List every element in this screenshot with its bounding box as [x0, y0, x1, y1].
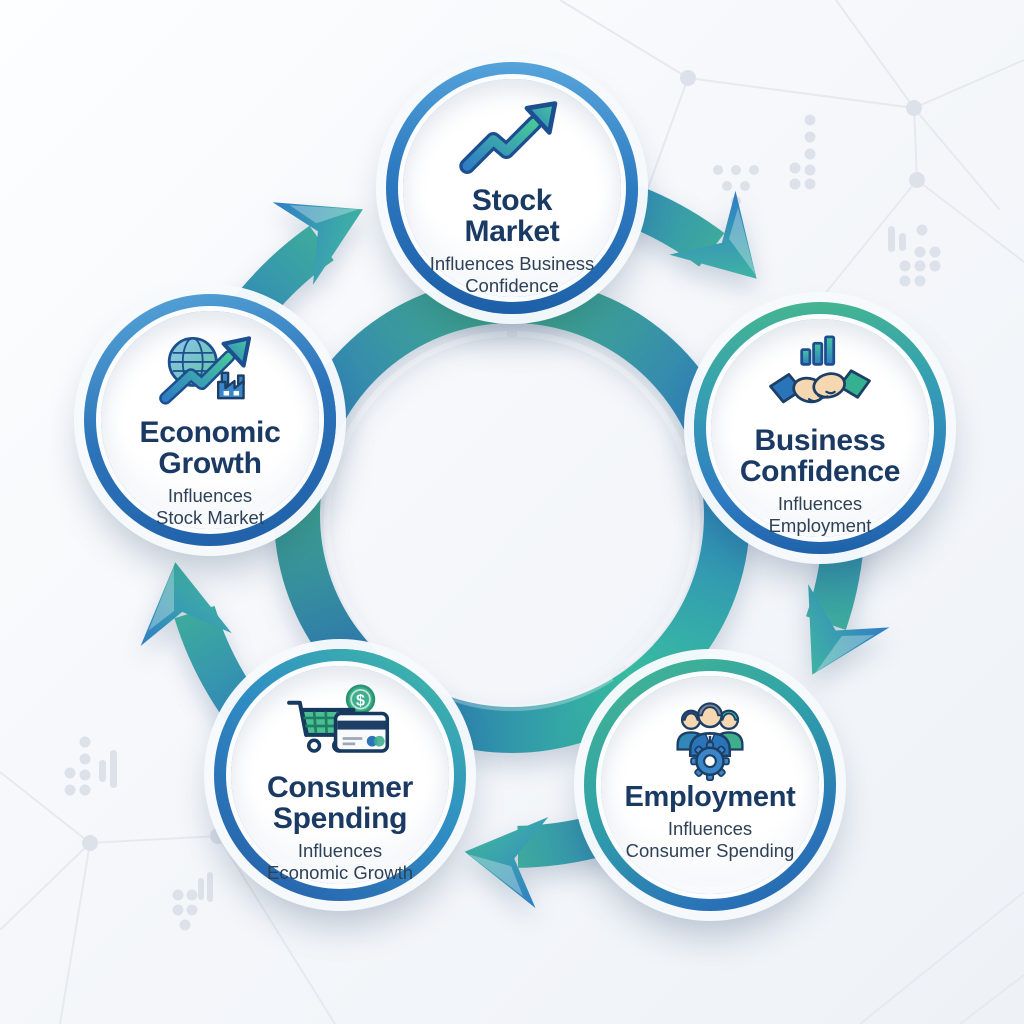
arrowhead-business-to-employment — [808, 584, 890, 675]
node-subtitle: Influences Economic Growth — [267, 840, 413, 883]
arrowhead-stock-to-business — [669, 190, 757, 279]
node-consumer-spending: $ Consumer Spending Influences E — [214, 649, 466, 901]
node-title: Economic Growth — [139, 416, 281, 481]
node-stock-market-card: Stock Market Influences Business Confide… — [403, 79, 621, 297]
workers-gear-icon — [656, 692, 764, 781]
node-consumer-spending-card: $ Consumer Spending Influences E — [231, 666, 449, 884]
node-subtitle: Influences Employment — [768, 493, 872, 536]
arrowhead-employment-to-consumer — [464, 817, 549, 909]
node-business-confidence: Business Confidence Influences Employmen… — [694, 302, 946, 554]
dollar-sign: $ — [356, 691, 365, 709]
cart-card-coin-icon: $ — [282, 682, 398, 770]
node-title: Employment — [624, 781, 796, 813]
flow-arrowheads — [140, 190, 890, 909]
node-title: Stock Market — [464, 184, 560, 249]
node-business-confidence-card: Business Confidence Influences Employmen… — [711, 319, 929, 537]
node-economic-growth-card: Economic Growth Influences Stock Market — [101, 311, 319, 529]
node-employment: Employment Influences Consumer Spending — [584, 659, 836, 911]
node-title: Business Confidence — [739, 424, 901, 489]
node-title: Consumer Spending — [267, 771, 413, 836]
node-employment-card: Employment Influences Consumer Spending — [601, 676, 819, 894]
node-economic-growth: Economic Growth Influences Stock Market — [84, 294, 336, 546]
globe-growth-icon — [151, 327, 269, 415]
handshake-icon — [765, 335, 875, 423]
arrowhead-consumer-to-economic — [140, 562, 232, 646]
node-subtitle: Influences Business Confidence — [429, 253, 595, 296]
node-subtitle: Influences Stock Market — [156, 485, 264, 528]
node-stock-market: Stock Market Influences Business Confide… — [386, 62, 638, 314]
arrowhead-economic-to-stock — [272, 202, 363, 285]
node-subtitle: Influences Consumer Spending — [625, 818, 795, 861]
trend-arrow-icon — [455, 95, 569, 183]
